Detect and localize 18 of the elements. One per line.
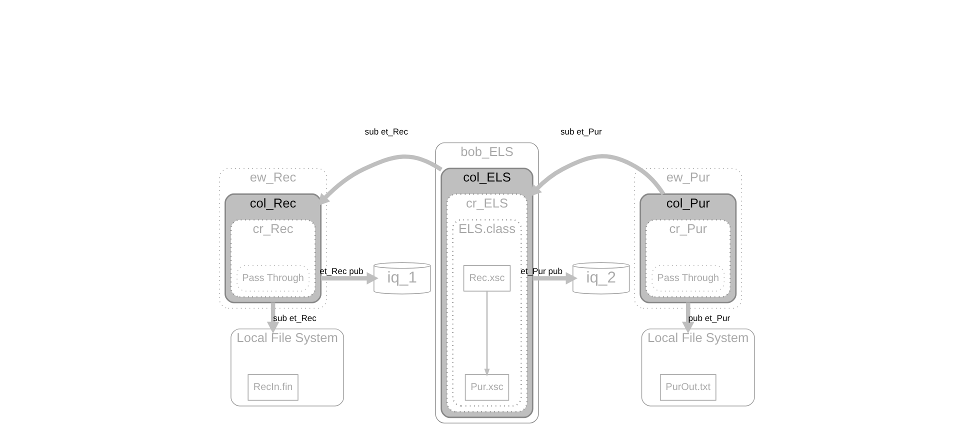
edge-label: pub et_Pur [688,312,730,323]
edge-label: sub et_Rec [364,126,408,137]
node-box: Rec.xsc [463,265,511,292]
arrow [320,272,378,284]
arrow [532,272,578,284]
edge-label: sub et_Rec [273,312,316,323]
edge-label: sub et_Pur [560,126,602,137]
node-box: Pass Through [652,265,724,292]
node-box: RecIn.fin [248,374,298,401]
arrow [484,291,490,377]
node-box: Pur.xsc [464,374,510,401]
edge-label: et_Rec pub [320,266,364,276]
arrow [266,302,280,334]
arrow [682,302,694,334]
arrow [530,154,666,197]
node-box: Pass Through [236,265,310,292]
node-box: PurOut.txt [660,374,716,401]
arrow [318,154,443,206]
